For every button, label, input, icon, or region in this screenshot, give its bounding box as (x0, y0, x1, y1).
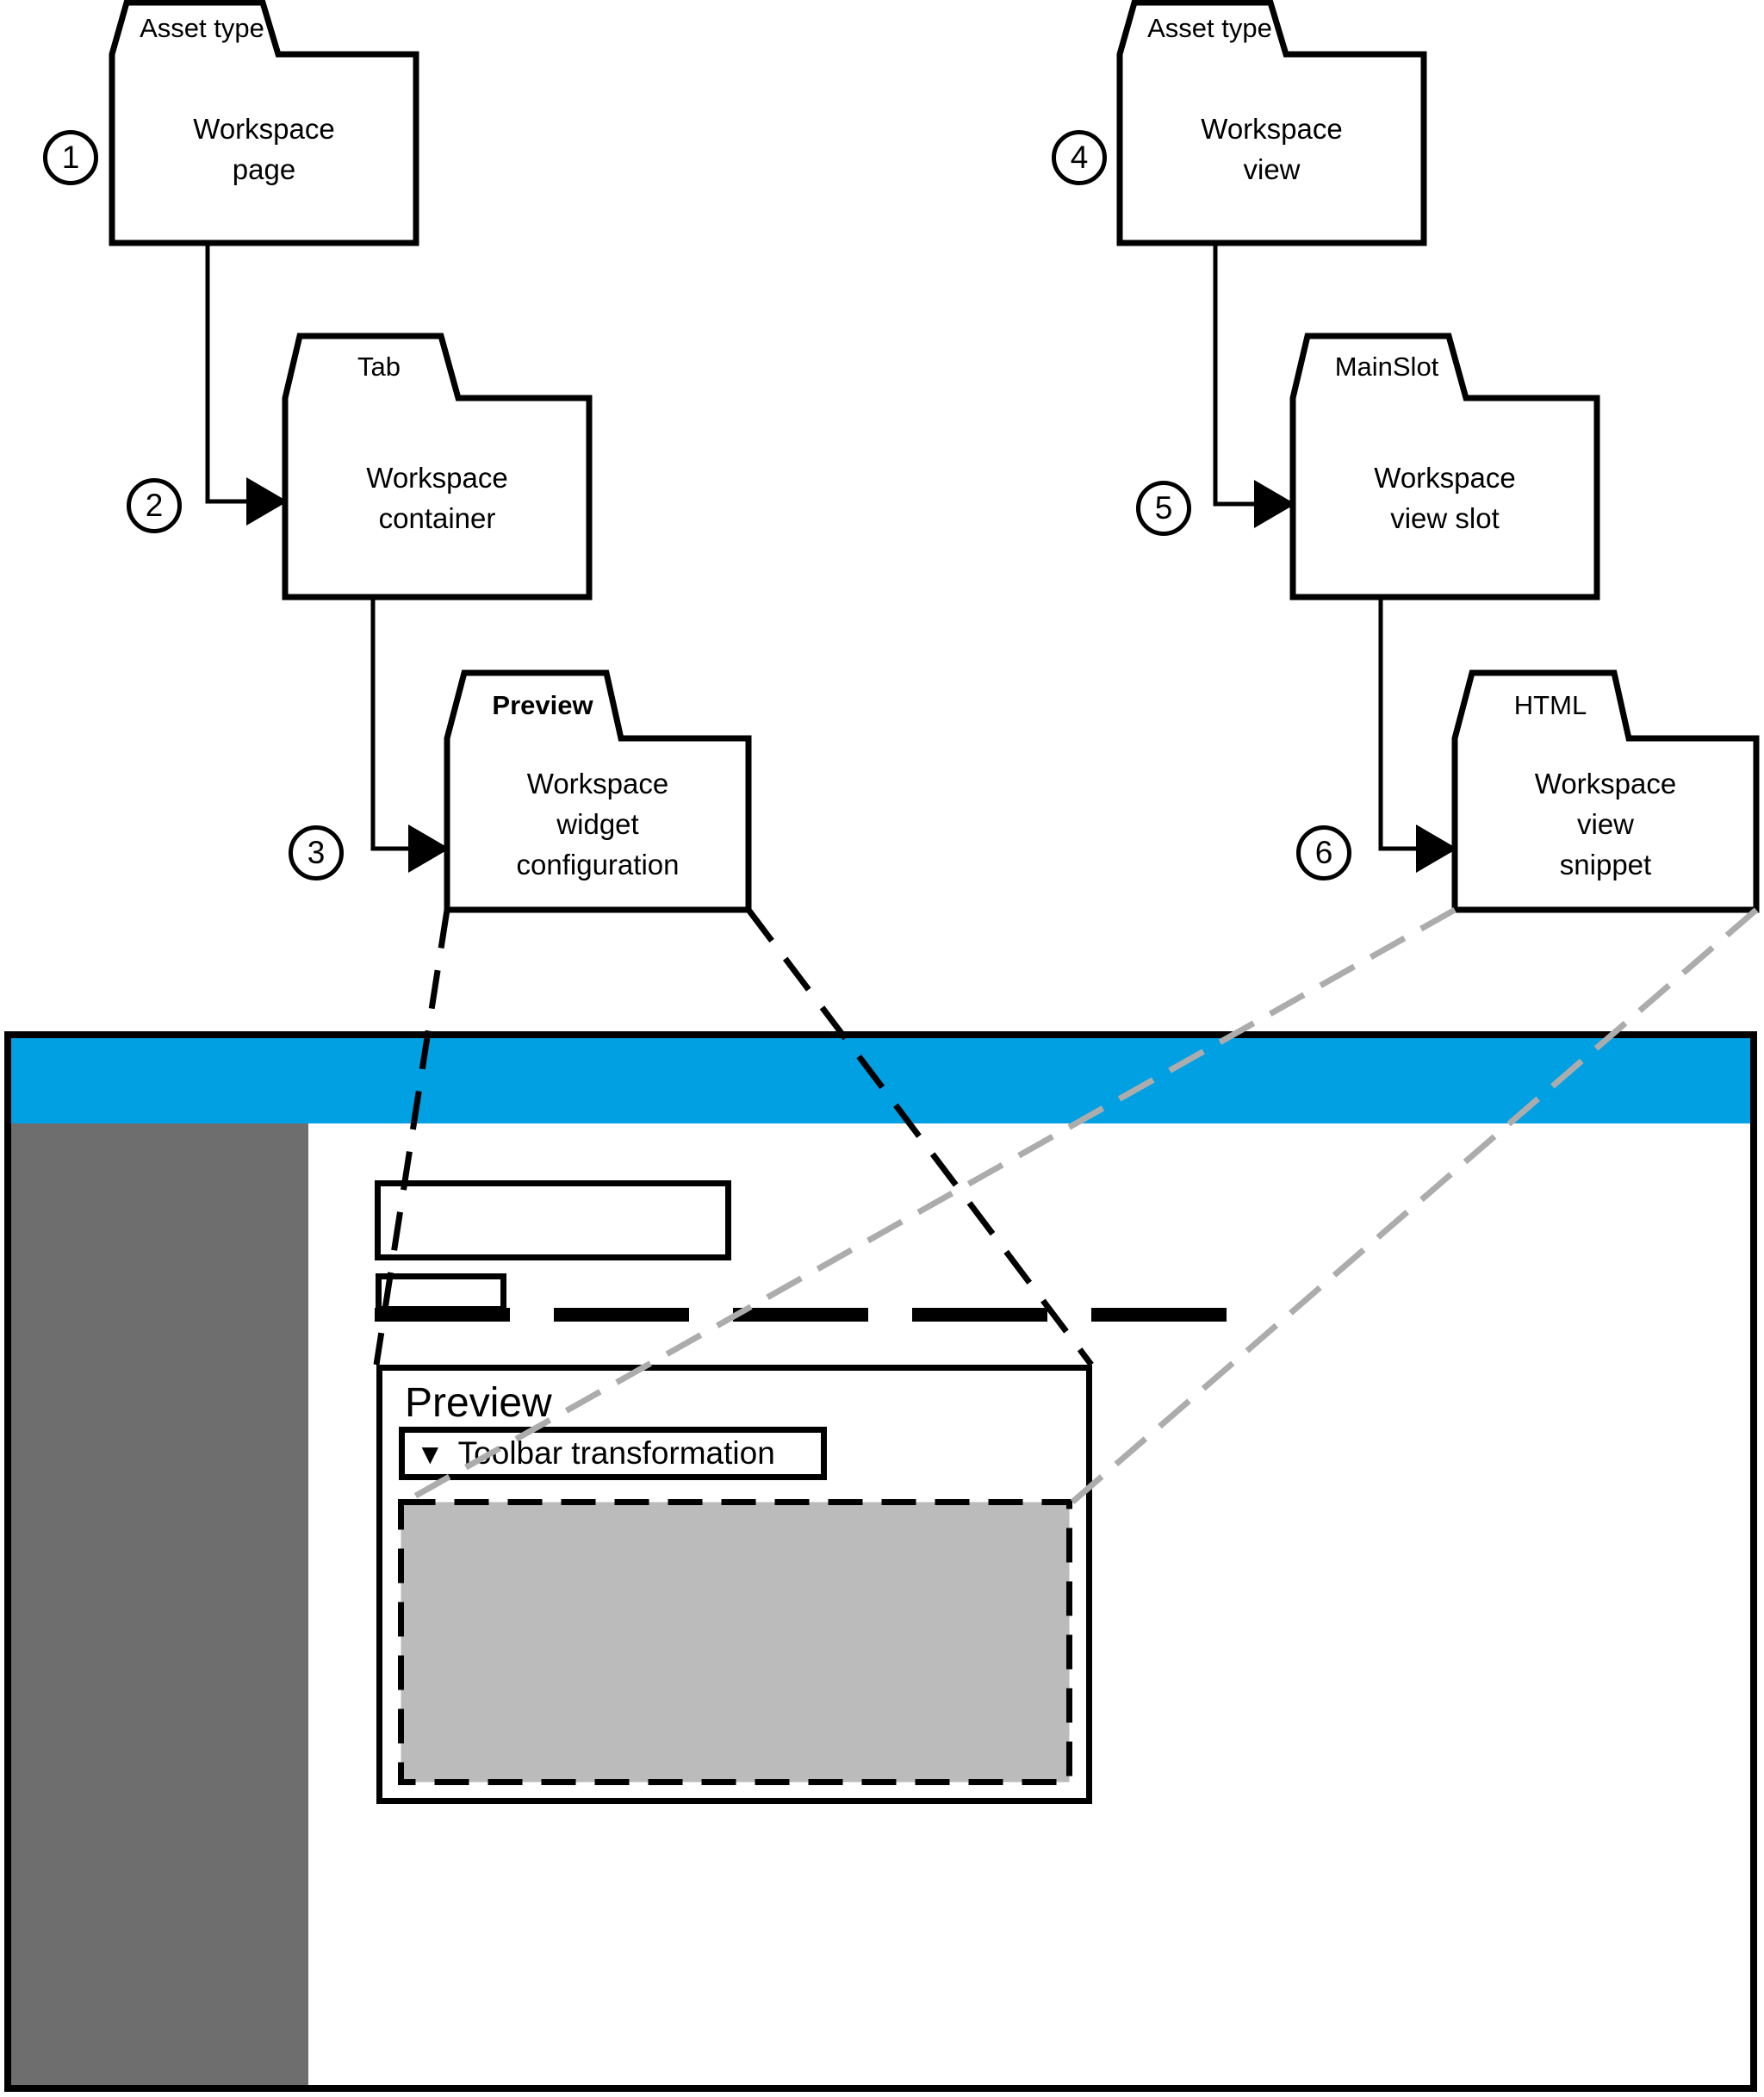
folder-2-tab-label: Tab (357, 352, 401, 382)
folder-4-body-label: Workspace view (1120, 54, 1424, 243)
folder-6-line-2: view (1576, 808, 1635, 840)
folder-3-tab-label: Preview (492, 690, 593, 720)
step-badge-5: 5 (1136, 481, 1191, 536)
folder-workspace-view-slot (1289, 333, 1600, 600)
folder-6-body-label: Workspace view snippet (1455, 738, 1756, 910)
step-badge-1: 1 (43, 130, 98, 185)
folder-1-line-2: page (232, 152, 296, 185)
folder-4-line-1: Workspace (1201, 112, 1343, 145)
step-badge-6: 6 (1296, 825, 1351, 880)
folder-6-tab-label: HTML (1513, 690, 1587, 720)
folder-3-body-label: Workspace widget configuration (447, 738, 748, 910)
folder-5-line-2: view slot (1390, 501, 1500, 534)
app-sidebar (11, 1123, 308, 2085)
folder-3-line-1: Workspace (526, 768, 669, 800)
folder-1-line-1: Workspace (193, 112, 335, 145)
folder-workspace-page (109, 0, 419, 246)
folder-2-line-2: container (378, 501, 496, 534)
folder-6-line-3: snippet (1559, 849, 1652, 880)
step-badge-3: 3 (289, 825, 344, 880)
folder-2-body-label: Workspace container (285, 398, 589, 597)
folder-5-body-label: Workspace view slot (1293, 398, 1597, 597)
folder-workspace-container (282, 333, 593, 600)
folder-3-line-3: configuration (516, 849, 680, 880)
folder-2-line-1: Workspace (366, 461, 508, 494)
step-badge-2: 2 (127, 478, 182, 533)
folder-1-tab-label: Asset type (140, 13, 264, 43)
folder-5-tab-label: MainSlot (1334, 352, 1439, 382)
folder-3-line-2: widget (556, 808, 639, 840)
folder-workspace-view (1116, 0, 1427, 246)
folder-5-line-1: Workspace (1374, 461, 1516, 494)
folder-4-tab-label: Asset type (1147, 13, 1272, 43)
folder-1-body-label: Workspace page (112, 54, 416, 243)
folder-6-line-1: Workspace (1534, 768, 1677, 800)
step-badge-4: 4 (1052, 130, 1107, 185)
folder-4-line-2: view (1243, 152, 1301, 185)
